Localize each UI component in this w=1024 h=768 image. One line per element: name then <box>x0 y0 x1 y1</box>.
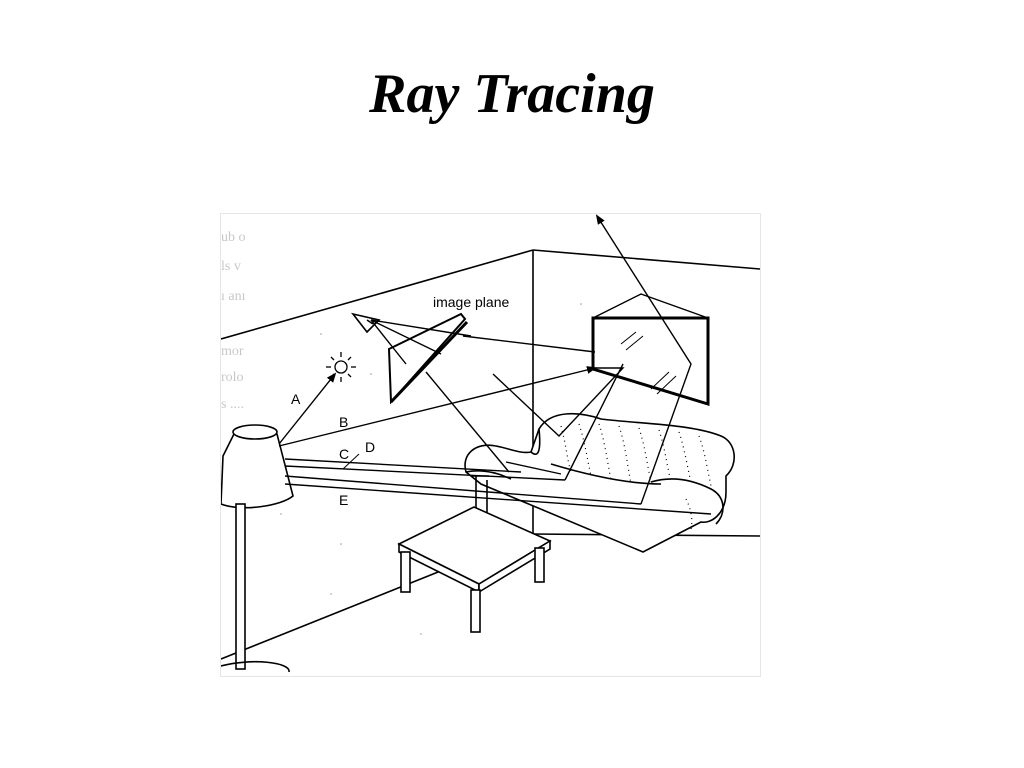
ray-d-label: D <box>365 439 375 455</box>
ray-c-label: C <box>339 446 349 462</box>
ray-a-label: A <box>291 391 301 407</box>
ray-b-label: B <box>339 414 348 430</box>
label-ticks <box>342 453 360 470</box>
ray-tracing-figure: ub o ls v ı anı mor rolo s .... <box>220 213 761 677</box>
room-illustration: ub o ls v ı anı mor rolo s .... <box>221 214 760 673</box>
svg-text:s ....: s .... <box>221 397 244 412</box>
svg-text:ub o: ub o <box>221 230 246 245</box>
bleed-through-text: ub o ls v ı anı mor rolo s .... <box>221 230 246 412</box>
image-plane-label: image plane <box>433 294 509 310</box>
image-plane <box>387 312 469 405</box>
light-source-icon <box>326 352 356 382</box>
svg-text:rolo: rolo <box>221 370 244 385</box>
coffee-table <box>397 506 552 633</box>
svg-text:ls v: ls v <box>221 259 241 274</box>
ray-e-label: E <box>339 492 348 508</box>
rays <box>278 214 712 515</box>
slide-title: Ray Tracing <box>369 63 655 125</box>
sofa <box>464 412 735 553</box>
floor-lamp <box>221 424 294 673</box>
svg-text:mor: mor <box>221 344 244 359</box>
eye-icon <box>350 312 381 334</box>
svg-text:ı anı: ı anı <box>221 289 246 304</box>
wall-mirror <box>591 293 710 407</box>
